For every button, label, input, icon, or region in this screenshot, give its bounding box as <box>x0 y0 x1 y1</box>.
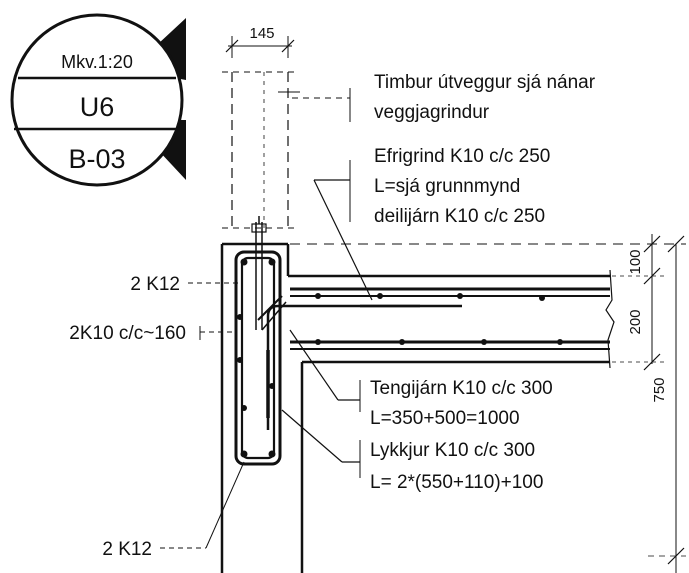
callout-top-grid-1: Efrigrind K10 c/c 250 <box>374 146 550 167</box>
badge-detail-id: U6 <box>80 92 115 122</box>
callout-left-bottom-bars: 2 K12 <box>102 539 152 560</box>
slab-reinforcement <box>290 287 610 350</box>
dim-label-100: 100 <box>627 249 644 274</box>
wall-reinforcement <box>234 216 420 466</box>
callout-top-grid-3: deilijárn K10 c/c 250 <box>374 206 545 227</box>
callout-text: Timbur útveggur sjá nánar veggjagrindur … <box>69 72 595 560</box>
dim-label-200: 200 <box>627 309 644 334</box>
dim-wall-width: 145 <box>225 25 295 58</box>
concrete-section <box>220 242 686 573</box>
badge-scale: Mkv.1:20 <box>61 52 133 72</box>
callout-tie-bar-1: Tengijárn K10 c/c 300 <box>370 378 553 399</box>
badge-circle <box>10 13 184 187</box>
callout-stirrup-1: Lykkjur K10 c/c 300 <box>370 440 535 461</box>
detail-badge: Mkv.1:20 U6 B-03 <box>10 13 186 187</box>
callout-stirrup-2: L= 2*(550+110)+100 <box>370 472 543 493</box>
callout-left-top-bars: 2 K12 <box>130 274 180 295</box>
badge-sheet-id: B-03 <box>68 144 125 174</box>
dim-right: 100 200 750 <box>612 234 686 573</box>
callout-timber-wall-2: veggjagrindur <box>374 102 490 123</box>
dim-label-750: 750 <box>651 377 668 402</box>
timber-wall <box>222 71 300 229</box>
callout-left-spacing: 2K10 c/c~160 <box>69 323 186 344</box>
callout-top-grid-2: L=sjá grunnmynd <box>374 176 520 197</box>
callout-timber-wall-1: Timbur útveggur sjá nánar <box>374 72 596 93</box>
callout-tie-bar-2: L=350+500=1000 <box>370 408 520 429</box>
leaders <box>160 88 373 549</box>
dim-label-145: 145 <box>249 25 274 42</box>
